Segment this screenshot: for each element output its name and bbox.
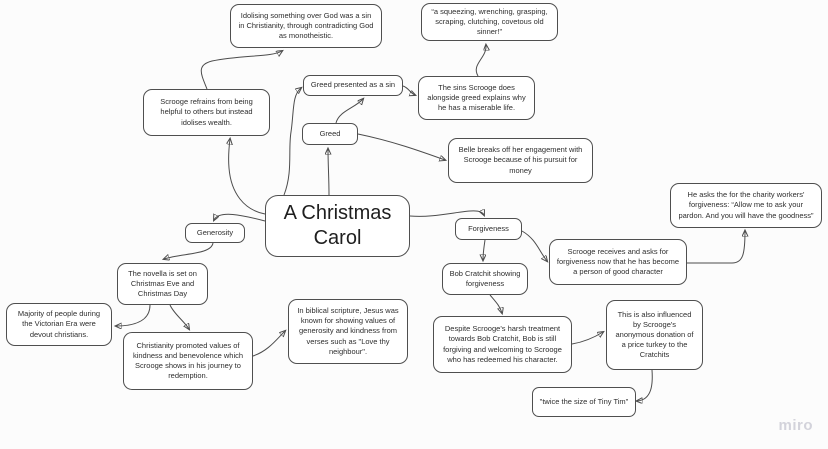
node-twice-tiny-tim-quote[interactable]: "twice the size of Tiny Tim" (532, 387, 636, 417)
connector-greed-belle[interactable] (357, 133, 445, 160)
connector-generosity-novella[interactable] (164, 242, 214, 259)
node-greed-presented-as-sin[interactable]: Greed presented as a sin (303, 75, 403, 96)
connector-cratchit-despite[interactable] (489, 294, 502, 313)
connector-carol-greed[interactable] (328, 149, 329, 196)
connector-carol-generosity[interactable] (214, 214, 266, 221)
node-scrooge-refrains[interactable]: Scrooge refrains from being helpful to o… (143, 89, 270, 136)
connector-refrains-idolising[interactable] (200, 51, 282, 90)
node-belle-engagement[interactable]: Belle breaks off her engagement with Scr… (448, 138, 593, 183)
node-victorian-christians[interactable]: Majority of people during the Victorian … (6, 303, 112, 346)
node-greed[interactable]: Greed (302, 123, 358, 145)
connector-despite-influenced[interactable] (571, 332, 603, 345)
node-biblical-scripture[interactable]: In biblical scripture, Jesus was known f… (288, 299, 408, 364)
node-sins-miserable-life[interactable]: The sins Scrooge does alongside greed ex… (418, 76, 535, 120)
connector-influenced-twice[interactable] (637, 369, 653, 401)
node-generosity[interactable]: Generosity (185, 223, 245, 243)
node-scrooge-receives-forgiveness[interactable]: Scrooge receives and asks for forgivenes… (549, 239, 687, 285)
connector-forgiveness-cratchit[interactable] (483, 239, 485, 260)
node-christianity-values[interactable]: Christianity promoted values of kindness… (123, 332, 253, 390)
connector-greed-greedsin[interactable] (335, 99, 363, 124)
node-a-christmas-carol[interactable]: A Christmas Carol (265, 195, 410, 257)
connector-carol-refrains[interactable] (229, 139, 266, 215)
node-despite-harsh-treatment[interactable]: Despite Scrooge's harsh treatment toward… (433, 316, 572, 373)
node-forgiveness[interactable]: Forgiveness (455, 218, 522, 240)
connector-novella-majority[interactable] (116, 304, 151, 326)
node-bob-cratchit-forgiveness[interactable]: Bob Cratchit showing forgiveness (442, 263, 528, 295)
node-charity-workers-forgiveness[interactable]: He asks the for the charity workers' for… (670, 183, 822, 228)
node-idolising-sin[interactable]: Idolising something over God was a sin i… (230, 4, 382, 48)
connector-sins-sinner[interactable] (475, 45, 486, 77)
miro-logo[interactable]: miro (778, 417, 813, 434)
connector-greedsin-sins[interactable] (402, 85, 415, 95)
connector-novella-christianity[interactable] (169, 304, 189, 329)
connector-forgiveness-receives[interactable] (521, 230, 547, 261)
node-anonymous-turkey-donation[interactable]: This is also influenced by Scrooge's ano… (606, 300, 703, 370)
connector-christianity-biblical[interactable] (252, 331, 285, 357)
connector-carol-greedsin[interactable] (283, 88, 301, 196)
node-novella-setting[interactable]: The novella is set on Christmas Eve and … (117, 263, 208, 305)
connector-receives-asks[interactable] (687, 231, 745, 264)
connector-carol-forgiveness[interactable] (409, 211, 484, 216)
node-covetous-sinner-quote[interactable]: “a squeezing, wrenching, grasping, scrap… (421, 3, 558, 41)
